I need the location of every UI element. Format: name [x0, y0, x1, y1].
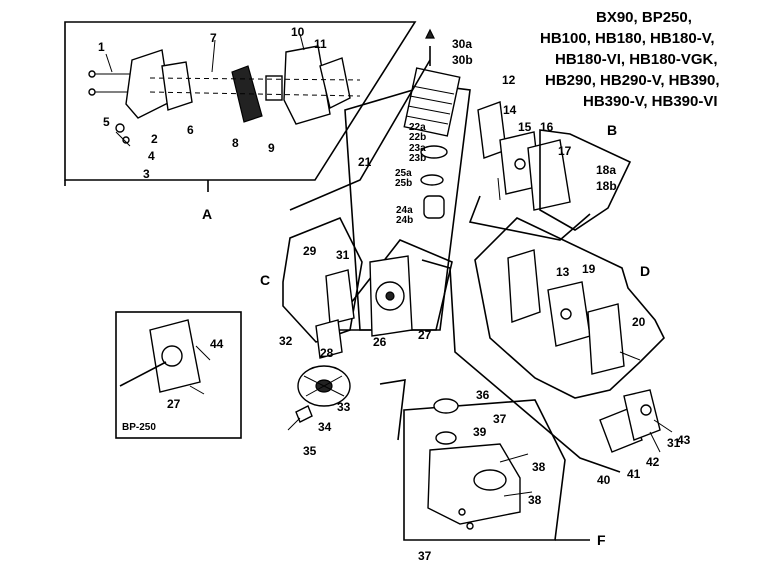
label-11: 11	[314, 37, 327, 51]
label-31-muffler: 31	[667, 436, 681, 450]
label-18a: 18a	[596, 163, 616, 177]
label-26: 26	[373, 335, 387, 349]
label-42: 42	[646, 455, 660, 469]
label-30b: 30b	[452, 53, 473, 67]
label-33: 33	[337, 400, 351, 414]
label-9: 9	[268, 141, 275, 155]
label-14: 14	[503, 103, 517, 117]
label-22a: 22a	[409, 122, 426, 133]
label-13: 13	[556, 265, 570, 279]
muffler-group	[599, 389, 673, 453]
label-38: 38	[532, 460, 546, 474]
label-37-bottom: 37	[418, 549, 432, 563]
label-24b: 24b	[396, 215, 413, 226]
label-1: 1	[98, 40, 105, 54]
label-36: 36	[476, 388, 490, 402]
label-38-lower: 38	[528, 493, 542, 507]
label-31: 31	[336, 248, 350, 262]
section-d-letter: D	[640, 263, 650, 279]
inset-frame	[115, 311, 242, 439]
label-16: 16	[540, 120, 554, 134]
label-25b: 25b	[395, 178, 412, 189]
label-18b: 18b	[596, 179, 617, 193]
section-c-ignition: C	[260, 216, 363, 359]
label-41: 41	[627, 467, 641, 481]
label-44: 44	[210, 337, 224, 351]
section-a-air-filter: A	[64, 21, 417, 222]
label-29: 29	[303, 244, 317, 258]
label-30a: 30a	[452, 37, 472, 51]
section-d-fuel-pump: D	[474, 217, 665, 399]
filter-screen-shape	[231, 65, 263, 123]
model-line-2: HB100, HB180, HB180-V,	[540, 30, 715, 47]
label-22b: 22b	[409, 132, 426, 143]
label-7: 7	[210, 31, 217, 45]
filter-backplate-shape	[125, 49, 171, 119]
label-4: 4	[148, 149, 155, 163]
flywheel	[287, 365, 351, 431]
model-line-3: HB180-VI, HB180-VGK,	[555, 51, 718, 68]
carburetor-group	[477, 101, 571, 211]
section-f-letter: F	[597, 532, 606, 548]
model-line-4: HB290, HB290-V, HB390,	[545, 72, 720, 89]
label-3: 3	[143, 167, 150, 181]
label-12: 12	[502, 73, 516, 87]
label-8: 8	[232, 136, 239, 150]
section-f-frame	[403, 399, 566, 541]
connector-lines	[289, 59, 621, 473]
section-b-letter: B	[607, 122, 617, 138]
section-b: B	[468, 122, 632, 241]
fuel-tank-shape	[427, 443, 521, 525]
section-d-frame	[474, 217, 665, 399]
section-c-letter: C	[260, 272, 270, 288]
label-17: 17	[558, 144, 572, 158]
model-line-5: HB390-V, HB390-VI	[583, 93, 718, 110]
inset-caption: BP-250	[122, 422, 156, 433]
label-27-inset: 27	[167, 397, 181, 411]
label-37: 37	[493, 412, 507, 426]
label-40: 40	[597, 473, 611, 487]
label-21: 21	[358, 155, 372, 169]
label-6: 6	[187, 123, 194, 137]
label-20: 20	[632, 315, 646, 329]
label-5: 5	[103, 115, 110, 129]
label-19: 19	[582, 262, 596, 276]
model-line-1: BX90, BP250,	[596, 9, 692, 26]
label-24a: 24a	[396, 205, 413, 216]
label-28: 28	[320, 346, 334, 360]
section-b-frame	[539, 129, 632, 231]
bp250-inset: BP-250	[115, 311, 242, 439]
section-a-frame	[64, 21, 417, 181]
label-35: 35	[303, 444, 317, 458]
model-list: BX90, BP250, HB100, HB180, HB180-V, HB18…	[540, 9, 720, 110]
part-labels: 1 2 3 4 5 6 7 8 9 10 11 12 13 14 15 16 1…	[98, 25, 691, 563]
label-32: 32	[279, 334, 293, 348]
label-39: 39	[473, 425, 487, 439]
label-10: 10	[291, 25, 305, 39]
section-f-fuel-tank: F	[403, 398, 606, 548]
label-27: 27	[418, 328, 432, 342]
section-c-frame	[282, 216, 363, 343]
cylinder-assembly	[328, 28, 471, 337]
label-43: 43	[677, 433, 691, 447]
label-2: 2	[151, 132, 158, 146]
label-23a: 23a	[409, 143, 426, 154]
label-34: 34	[318, 420, 332, 434]
label-23b: 23b	[409, 153, 426, 164]
section-a-letter: A	[202, 206, 212, 222]
label-25a: 25a	[395, 168, 412, 179]
label-15: 15	[518, 120, 532, 134]
